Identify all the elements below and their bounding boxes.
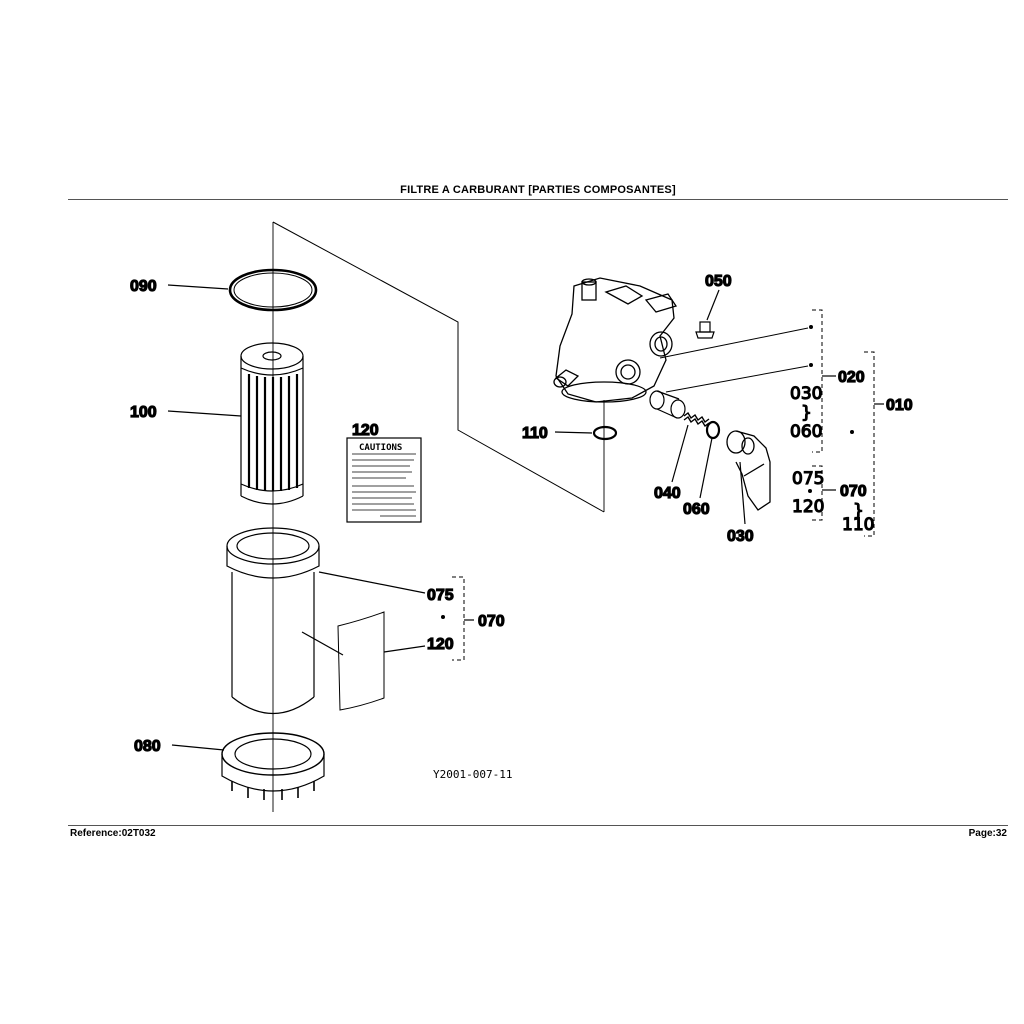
subgroup-tilde-b: } <box>853 501 864 521</box>
dot-010 <box>850 430 854 434</box>
callout-100: 100 <box>130 404 157 421</box>
callout-120-bowl: 120 <box>427 636 454 653</box>
leader-110 <box>554 431 593 434</box>
dot-070-right <box>808 489 812 493</box>
dot-070-left <box>441 615 445 619</box>
bracket-070-left <box>452 576 465 661</box>
leader-050 <box>706 289 720 321</box>
leader-020-upper <box>659 327 809 359</box>
vent-screw-050 <box>695 321 715 339</box>
leader-030 <box>739 461 746 525</box>
bracket-070-right <box>812 465 823 521</box>
callout-080: 080 <box>134 738 161 755</box>
callout-110: 110 <box>522 425 548 442</box>
footer-rule <box>68 825 1008 826</box>
bracket-020 <box>812 309 823 453</box>
callout-050: 050 <box>705 273 732 290</box>
leader-090 <box>167 284 229 290</box>
leader-120 <box>383 645 426 653</box>
subgroup-075: 075 <box>792 469 824 489</box>
filter-head-housing <box>553 277 678 403</box>
retaining-ring-080 <box>221 732 325 800</box>
leader-120-bowl <box>301 631 344 656</box>
o-ring-060 <box>705 420 721 440</box>
caution-decal-120 <box>346 437 422 523</box>
cock-lever-030 <box>726 430 771 511</box>
page-number: Page:32 <box>968 828 1007 839</box>
callout-070-left: 070 <box>478 613 505 630</box>
callout-120-decal: 120 <box>352 422 379 439</box>
callout-090: 090 <box>130 278 157 295</box>
bowl-label-120 <box>337 611 385 711</box>
callout-040: 040 <box>654 485 681 502</box>
callout-075: 075 <box>427 587 454 604</box>
leader-075 <box>318 571 426 594</box>
dot-020-upper <box>809 325 813 329</box>
callout-030: 030 <box>727 528 754 545</box>
callout-070-right: 070 <box>840 483 867 500</box>
subgroup-060: 060 <box>790 422 822 442</box>
o-ring-090 <box>228 268 318 312</box>
leader-060 <box>699 437 713 499</box>
leader-040 <box>671 424 689 483</box>
subgroup-110: 110 <box>842 515 874 535</box>
washer-110 <box>592 425 618 441</box>
decal-heading: CAUTIONS <box>359 443 402 453</box>
bracket-010 <box>864 351 875 537</box>
filter-element-100 <box>240 342 304 505</box>
subgroup-030: 030 <box>790 384 822 404</box>
leader-080 <box>171 744 225 751</box>
plug-cylinder <box>649 390 686 419</box>
spring-040 <box>683 411 710 428</box>
callout-060: 060 <box>683 501 710 518</box>
subgroup-120: 120 <box>792 497 824 517</box>
dot-020-lower <box>809 363 813 367</box>
assembly-path-line <box>272 221 605 513</box>
page-title: FILTRE A CARBURANT [PARTIES COMPOSANTES] <box>400 184 676 196</box>
reference-label: Reference:02T032 <box>70 828 156 839</box>
figure-code: Y2001-007-11 <box>433 768 512 781</box>
callout-010: 010 <box>886 397 913 414</box>
header-rule <box>68 199 1008 200</box>
callout-020: 020 <box>838 369 865 386</box>
filter-bowl-075 <box>226 527 320 715</box>
leader-020-lower <box>665 365 809 393</box>
subgroup-tilde-a: } <box>801 403 812 423</box>
leader-100 <box>167 410 242 417</box>
